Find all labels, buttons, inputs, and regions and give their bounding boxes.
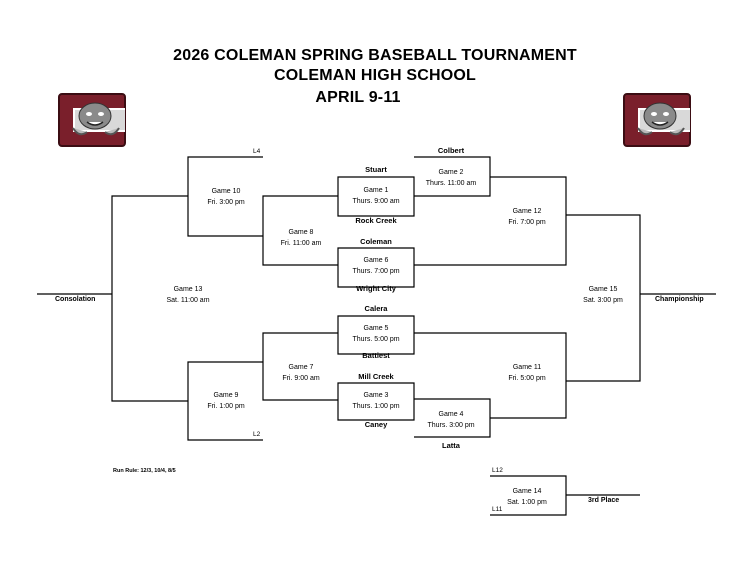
- game-12-name: Game 12: [512, 208, 542, 215]
- game-9: Game 9 Fri. 1:00 pm: [207, 390, 244, 412]
- team-caney: Caney: [364, 420, 388, 429]
- team-wright-city: Wright City: [356, 284, 396, 293]
- game-10: Game 10 Fri. 3:00 pm: [207, 186, 244, 208]
- game-12-time: Fri. 7:00 pm: [508, 219, 546, 226]
- game-11-name: Game 11: [512, 364, 542, 371]
- game-14-time: Sat. 1:00 pm: [507, 499, 547, 506]
- game-1: Game 1 Thurs. 9:00 am: [352, 185, 399, 207]
- loser-12-label: L12: [492, 467, 503, 474]
- game-8: Game 8 Fri. 11:00 am: [281, 227, 322, 249]
- school-title: COLEMAN HIGH SCHOOL: [273, 67, 477, 84]
- game-10-name: Game 10: [211, 188, 241, 195]
- game-6: Game 6 Thurs. 7:00 pm: [352, 255, 399, 277]
- game-5: Game 5 Thurs. 5:00 pm: [352, 323, 399, 345]
- game-2: Game 2 Thurs. 11:00 am: [426, 167, 476, 189]
- game-15: Game 15 Sat. 3:00 pm: [583, 284, 623, 306]
- team-latta: Latta: [442, 441, 460, 450]
- game-8-name: Game 8: [288, 229, 314, 236]
- game-15-time: Sat. 3:00 pm: [583, 297, 623, 304]
- game-8-time: Fri. 11:00 am: [280, 240, 322, 247]
- game-9-name: Game 9: [213, 392, 239, 399]
- game-4-time: Thurs. 3:00 pm: [427, 422, 475, 429]
- game-7: Game 7 Fri. 9:00 am: [282, 362, 319, 384]
- game-5-name: Game 5: [363, 325, 389, 332]
- game-14: Game 14 Sat. 1:00 pm: [507, 486, 547, 508]
- game-12: Game 12 Fri. 7:00 pm: [508, 206, 545, 228]
- game-4-name: Game 4: [438, 411, 464, 418]
- game-15-name: Game 15: [588, 286, 618, 293]
- team-rock-creek: Rock Creek: [355, 216, 397, 225]
- tournament-dates: APRIL 9-11: [315, 89, 401, 106]
- game-4: Game 4 Thurs. 3:00 pm: [427, 409, 474, 431]
- game-9-time: Fri. 1:00 pm: [207, 403, 245, 410]
- game-2-time: Thurs. 11:00 am: [425, 180, 477, 187]
- championship-label: Championship: [655, 296, 704, 303]
- game-13-name: Game 13: [173, 286, 203, 293]
- game-1-name: Game 1: [363, 187, 389, 194]
- game-7-name: Game 7: [288, 364, 314, 371]
- game-3: Game 3 Thurs. 1:00 pm: [352, 390, 399, 412]
- game-1-time: Thurs. 9:00 am: [352, 198, 400, 205]
- loser-4-label: L4: [253, 148, 261, 155]
- game-11: Game 11 Fri. 5:00 pm: [508, 362, 545, 384]
- loser-11-label: L11: [492, 506, 503, 513]
- consolation-label: Consolation: [55, 296, 96, 303]
- game-10-time: Fri. 3:00 pm: [207, 199, 245, 206]
- game-3-name: Game 3: [363, 392, 389, 399]
- loser-2-label: L2: [253, 431, 261, 438]
- team-battiest: Battiest: [362, 351, 390, 360]
- game-2-name: Game 2: [438, 169, 464, 176]
- team-stuart: Stuart: [365, 165, 387, 174]
- team-mill-creek: Mill Creek: [358, 372, 394, 381]
- team-coleman: Coleman: [360, 237, 392, 246]
- panther-logo-right-icon: [622, 92, 692, 153]
- game-6-name: Game 6: [363, 257, 389, 264]
- run-rule-note: Run Rule: 12/3, 10/4, 8/5: [113, 468, 176, 474]
- game-5-time: Thurs. 5:00 pm: [352, 336, 400, 343]
- game-13-time: Sat. 11:00 am: [166, 297, 210, 304]
- team-calera: Calera: [364, 304, 388, 313]
- game-13: Game 13 Sat. 11:00 am: [166, 284, 209, 306]
- game-7-time: Fri. 9:00 am: [282, 375, 320, 382]
- game-14-name: Game 14: [512, 488, 542, 495]
- team-colbert: Colbert: [437, 146, 465, 155]
- game-3-time: Thurs. 1:00 pm: [352, 403, 400, 410]
- game-11-time: Fri. 5:00 pm: [508, 375, 546, 382]
- tournament-title: 2026 COLEMAN SPRING BASEBALL TOURNAMENT: [173, 47, 577, 64]
- third-place-label: 3rd Place: [588, 497, 620, 504]
- panther-logo-left-icon: [57, 92, 127, 153]
- game-6-time: Thurs. 7:00 pm: [352, 268, 400, 275]
